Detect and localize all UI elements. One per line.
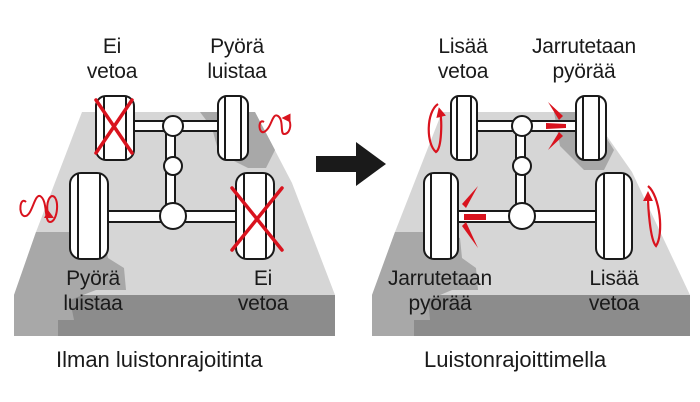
spin-arrow-icon (19, 194, 58, 224)
caption-left: Ilman luistonrajoitinta (56, 347, 263, 372)
label-left-rear-right: Ei vetoa (228, 266, 298, 316)
label-line: pyörää (552, 60, 616, 83)
label-right-front-left: Lisää vetoa (428, 34, 498, 84)
label-right-front-right: Jarrutetaan pyörää (522, 34, 646, 84)
red-x-icon (94, 98, 134, 155)
right-arrow-icon (316, 142, 386, 186)
label-left-front-right: Pyörä luistaa (192, 34, 282, 84)
label-line: Lisää (438, 35, 488, 58)
label-line: Ei (102, 35, 122, 58)
label-left-front-left: Ei vetoa (82, 34, 142, 84)
spin-arrow-icon (427, 103, 446, 154)
label-line: Lisää (589, 267, 639, 290)
ground-front (14, 295, 335, 336)
label-line: vetoa (86, 60, 138, 83)
left-panel (14, 95, 335, 336)
red-x-icon (230, 186, 284, 252)
label-line: Pyörä (66, 267, 120, 290)
label-line: Jarrutetaan (387, 267, 493, 290)
drivetrain (93, 115, 245, 230)
drivetrain (445, 115, 611, 230)
wheels (423, 95, 633, 260)
brake-marks-icon (462, 186, 486, 248)
right-panel (372, 95, 690, 336)
label-line: luistaa (207, 60, 267, 83)
caption-right: Luistonrajoittimella (424, 347, 607, 372)
label-line: Ei (253, 267, 273, 290)
label-line: Jarrutetaan (531, 35, 637, 58)
brake-marks-icon (546, 102, 566, 150)
label-right-rear-left: Jarrutetaan pyörää (376, 266, 504, 316)
label-line: luistaa (63, 292, 123, 315)
label-line: pyörää (408, 292, 472, 315)
label-right-rear-right: Lisää vetoa (576, 266, 652, 316)
label-left-rear-left: Pyörä luistaa (48, 266, 138, 316)
spin-arrow-icon (258, 113, 292, 136)
ground-front (372, 295, 690, 336)
spin-arrow-icon (643, 185, 662, 248)
label-line: vetoa (588, 292, 640, 315)
label-line: vetoa (437, 60, 489, 83)
label-line: vetoa (237, 292, 289, 315)
label-line: Pyörä (210, 35, 264, 58)
